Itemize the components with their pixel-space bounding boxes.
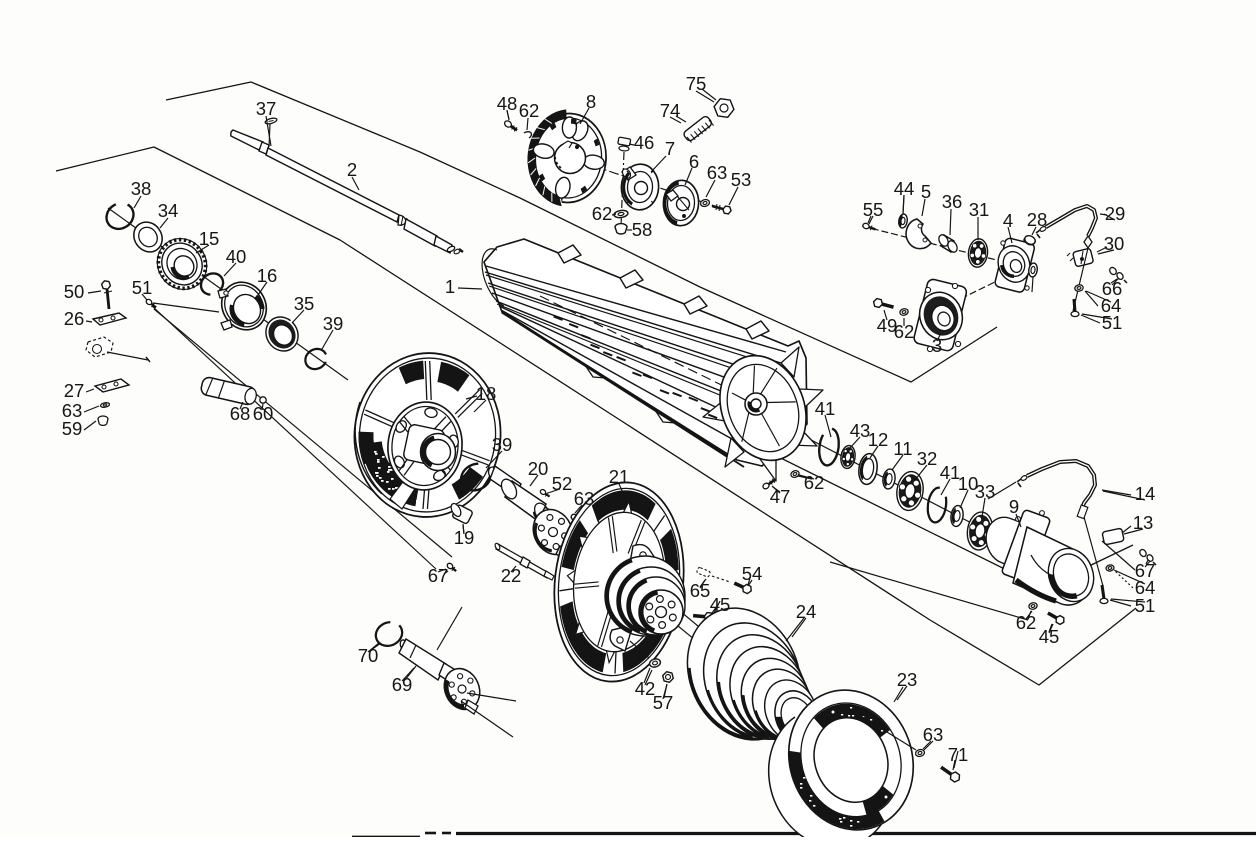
svg-text:68: 68	[230, 403, 251, 424]
svg-text:63: 63	[923, 724, 944, 745]
svg-text:11: 11	[893, 438, 912, 459]
svg-text:18: 18	[476, 383, 497, 404]
svg-text:38: 38	[131, 178, 152, 199]
svg-text:5: 5	[921, 181, 931, 202]
svg-text:39: 39	[323, 313, 344, 334]
svg-text:35: 35	[294, 293, 315, 314]
svg-text:28: 28	[1027, 209, 1048, 230]
svg-text:51: 51	[1102, 312, 1123, 333]
svg-text:41: 41	[815, 398, 836, 419]
svg-text:15: 15	[199, 228, 220, 249]
svg-text:74: 74	[660, 100, 681, 121]
svg-text:20: 20	[528, 458, 549, 479]
svg-text:52: 52	[552, 473, 573, 494]
svg-text:26: 26	[64, 308, 85, 329]
svg-text:70: 70	[358, 645, 379, 666]
svg-text:14: 14	[1135, 483, 1156, 504]
svg-text:51: 51	[132, 277, 153, 298]
svg-text:62: 62	[894, 321, 915, 342]
svg-text:8: 8	[586, 91, 596, 112]
svg-text:54: 54	[742, 563, 763, 584]
svg-text:19: 19	[454, 527, 475, 548]
svg-text:47: 47	[770, 486, 791, 507]
svg-text:23: 23	[897, 669, 918, 690]
svg-text:50: 50	[64, 281, 85, 302]
svg-text:67: 67	[428, 565, 449, 586]
svg-text:6: 6	[689, 151, 699, 172]
svg-text:30: 30	[1104, 233, 1125, 254]
svg-text:29: 29	[1105, 203, 1126, 224]
svg-text:58: 58	[632, 219, 653, 240]
svg-text:65: 65	[690, 580, 711, 601]
svg-text:4: 4	[1003, 210, 1013, 231]
svg-text:9: 9	[1009, 496, 1019, 517]
svg-text:32: 32	[917, 448, 938, 469]
svg-text:75: 75	[686, 73, 707, 94]
svg-text:7: 7	[665, 138, 675, 159]
svg-text:71: 71	[948, 744, 969, 765]
svg-text:62: 62	[519, 100, 540, 121]
svg-text:60: 60	[253, 403, 274, 424]
svg-text:36: 36	[942, 191, 963, 212]
svg-text:31: 31	[969, 199, 990, 220]
svg-text:12: 12	[868, 429, 889, 450]
svg-text:59: 59	[62, 418, 83, 439]
svg-text:63: 63	[574, 488, 595, 509]
svg-text:45: 45	[710, 594, 731, 615]
svg-text:48: 48	[497, 93, 518, 114]
svg-text:69: 69	[392, 674, 413, 695]
svg-text:1: 1	[445, 276, 455, 297]
svg-text:46: 46	[634, 132, 655, 153]
svg-text:39: 39	[492, 434, 513, 455]
svg-text:21: 21	[609, 466, 630, 487]
svg-text:2: 2	[347, 159, 357, 180]
svg-text:51: 51	[1135, 595, 1156, 616]
svg-text:55: 55	[863, 199, 884, 220]
svg-text:62: 62	[592, 203, 613, 224]
svg-text:22: 22	[501, 565, 522, 586]
svg-text:33: 33	[975, 481, 996, 502]
svg-text:53: 53	[731, 169, 752, 190]
svg-text:37: 37	[256, 98, 277, 119]
svg-text:57: 57	[653, 692, 674, 713]
svg-text:62: 62	[804, 472, 825, 493]
svg-text:3: 3	[932, 335, 942, 356]
svg-text:63: 63	[707, 162, 728, 183]
svg-text:34: 34	[158, 200, 179, 221]
svg-text:13: 13	[1133, 512, 1154, 533]
svg-text:40: 40	[226, 246, 247, 267]
svg-text:24: 24	[796, 601, 817, 622]
svg-text:16: 16	[257, 265, 278, 286]
svg-text:27: 27	[64, 380, 85, 401]
svg-text:62: 62	[1016, 612, 1037, 633]
svg-text:45: 45	[1039, 626, 1060, 647]
svg-text:44: 44	[894, 178, 915, 199]
